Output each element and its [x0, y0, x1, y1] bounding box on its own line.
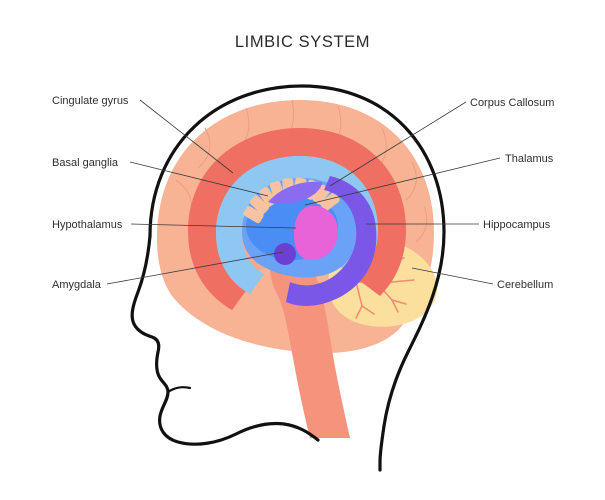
head-profile	[130, 84, 446, 472]
leader-basal-ganglia	[129, 161, 269, 197]
hypothalamus	[294, 205, 338, 260]
label-hippocampus[interactable]: Hippocampus	[483, 219, 551, 231]
leader-amygdala	[106, 251, 284, 285]
label-thalamus[interactable]: Thalamus	[505, 153, 554, 165]
leader-hypothalamus	[130, 223, 297, 229]
amygdala	[274, 243, 296, 265]
labels: Cingulate gyrus Basal ganglia Hypothalam…	[52, 95, 554, 291]
label-amygdala[interactable]: Amygdala	[52, 279, 102, 291]
label-cerebellum[interactable]: Cerebellum	[497, 279, 553, 291]
leader-thalamus	[304, 157, 501, 206]
page-title: LIMBIC SYSTEM	[234, 33, 371, 51]
label-corpus-callosum[interactable]: Corpus Callosum	[470, 97, 554, 109]
leader-lines	[106, 99, 501, 285]
cingulate-gyrus	[188, 128, 406, 310]
leader-corpus-callosum	[329, 101, 467, 187]
label-basal-ganglia[interactable]: Basal ganglia	[52, 157, 119, 169]
label-hypothalamus[interactable]: Hypothalamus	[52, 219, 123, 231]
hippocampus	[268, 176, 377, 306]
leader-cingulate-gyrus	[139, 99, 234, 174]
leader-cerebellum	[411, 267, 494, 285]
label-cingulate-gyrus[interactable]: Cingulate gyrus	[52, 95, 129, 107]
